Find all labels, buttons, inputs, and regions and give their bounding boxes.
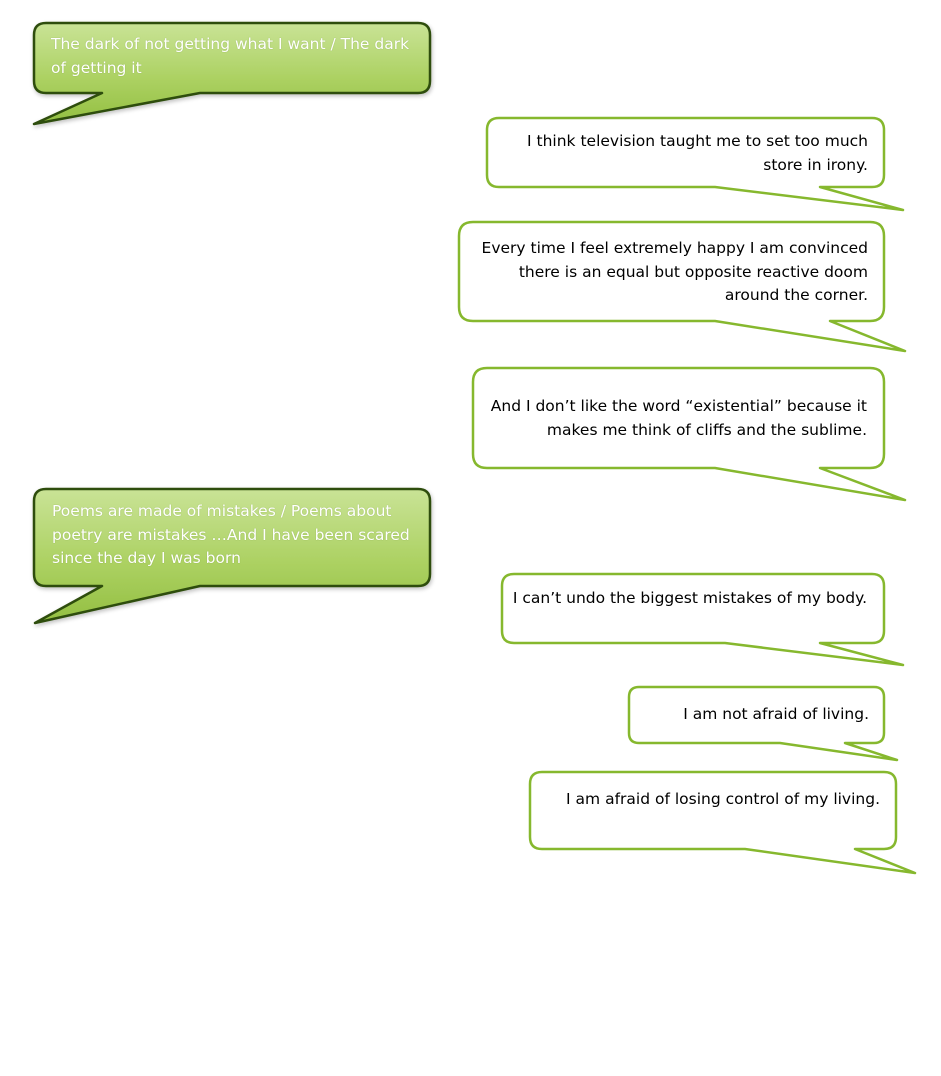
speech-bubble-1-shape [32,21,432,126]
bubble-line: Poems are made of mistakes / Poems about [52,502,392,520]
bubble-line: Every time I feel extremely happy I am c… [481,239,868,257]
bubble-line: of getting it [51,58,142,77]
bubble-text-undo-mistakes: I can’t undo the biggest mistakes of my … [508,587,867,611]
bubble-line: I think television taught me to set too … [527,132,868,150]
bubble-line: store in irony. [763,155,868,174]
bubble-text-poems-mistakes: Poems are made of mistakes / Poems about… [52,500,424,571]
speech-bubble-6-shape [500,572,905,667]
speech-bubble-2-shape [485,116,905,212]
bubble-line: around the corner. [724,286,868,304]
bubble-line: there is an equal but opposite reactive … [518,262,868,281]
bubble-line: And I don’t like the word “existential” … [490,397,867,415]
bubble-text-dark-of-not-getting: The dark of not getting what I want / Th… [51,33,421,80]
speech-bubble-4-shape [471,366,907,502]
speech-bubble-8-shape [528,770,917,875]
bubble-line: poetry are mistakes …And I have been sca… [52,525,410,544]
bubble-line: I am afraid of losing control of my livi… [566,790,880,808]
bubble-text-not-afraid-living: I am not afraid of living. [636,703,869,727]
speech-bubble-7-shape [627,685,899,762]
bubble-text-extremely-happy: Every time I feel extremely happy I am c… [470,237,868,308]
bubble-text-television-irony: I think television taught me to set too … [495,130,868,177]
bubble-line: I am not afraid of living. [683,705,869,723]
bubble-text-existential: And I don’t like the word “existential” … [482,395,867,442]
bubble-line: The dark of not getting what I want / Th… [51,35,410,53]
bubble-line: I can’t undo the biggest mistakes of my … [512,589,867,607]
speech-bubble-5-shape [32,487,432,625]
bubble-line: since the day I was born [52,549,241,567]
bubble-line: makes me think of cliffs and the sublime… [546,420,867,439]
speech-bubble-3-shape [457,220,907,353]
bubble-text-losing-control: I am afraid of losing control of my livi… [538,788,880,812]
